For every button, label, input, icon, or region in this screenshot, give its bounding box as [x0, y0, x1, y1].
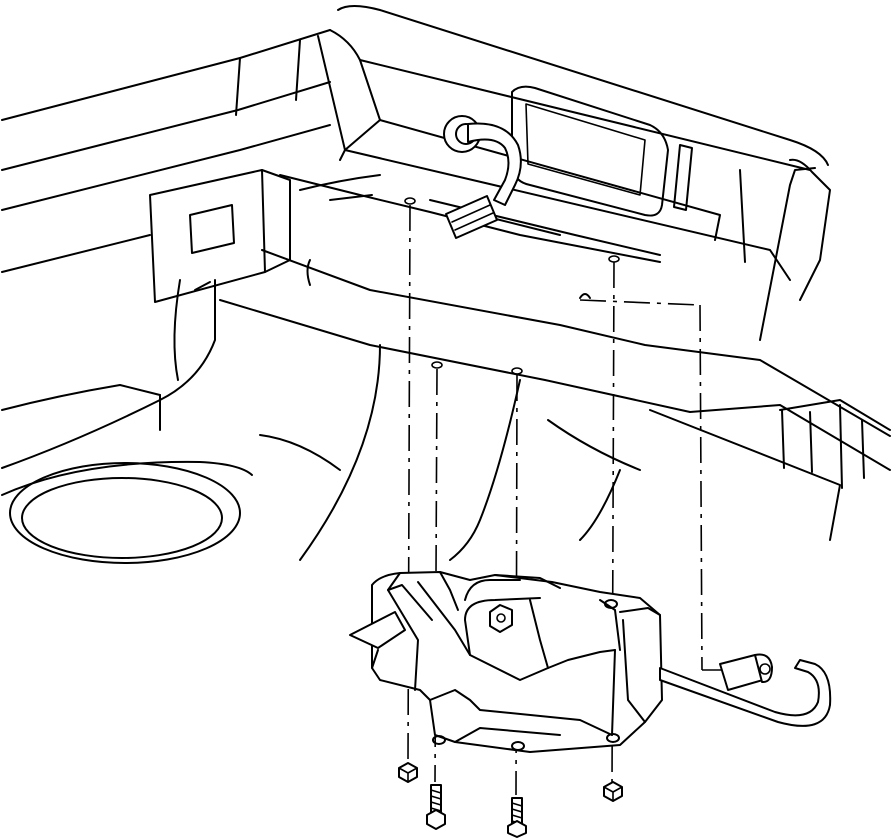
bolt-left: [426, 784, 446, 830]
nut-left: [398, 762, 418, 783]
mounting-holes: [404, 197, 620, 375]
fasteners: [398, 762, 623, 838]
upper-hose-connector: [443, 115, 522, 239]
vehicle-underbody: [1, 5, 891, 564]
mounting-hole: [431, 361, 443, 369]
mounting-hole: [404, 197, 416, 205]
mounting-hole: [511, 367, 523, 375]
mounting-hole: [608, 255, 620, 263]
mounting-bracket: [349, 571, 663, 753]
nut-right: [603, 781, 623, 802]
bolt-center: [507, 797, 527, 838]
hose-assembly: [659, 653, 832, 727]
